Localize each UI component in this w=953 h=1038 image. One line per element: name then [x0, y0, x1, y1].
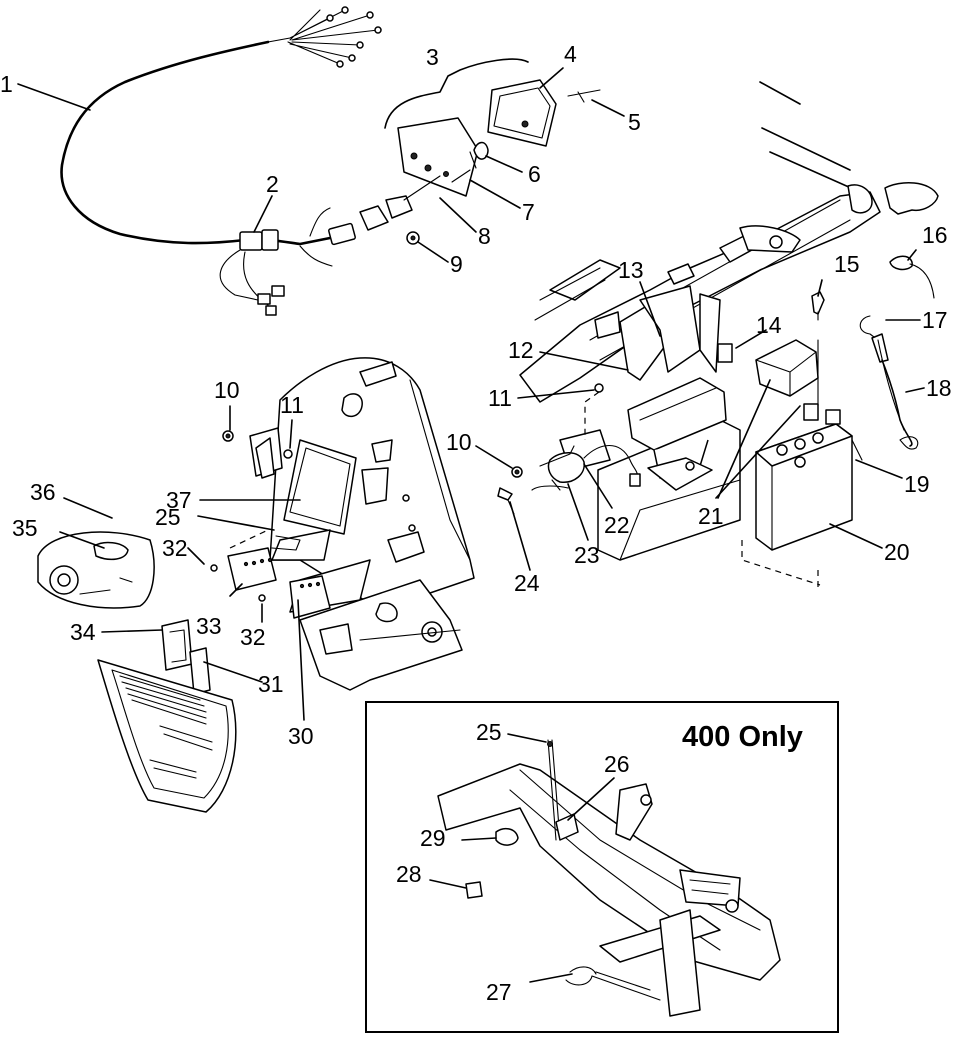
battery-cables-and-strap — [811, 255, 935, 450]
lower-swingarm — [299, 579, 463, 691]
callout-1: 1 — [0, 71, 13, 97]
callout-27: 27 — [486, 979, 512, 1005]
callout-12: 12 — [508, 337, 534, 363]
callout-15: 15 — [834, 251, 860, 277]
callout-14: 14 — [756, 312, 782, 338]
callout-32-left: 32 — [162, 535, 188, 561]
callout-23: 23 — [574, 542, 600, 568]
callout-10-coil: 10 — [214, 377, 240, 403]
callout-5: 5 — [628, 109, 641, 135]
callout-21: 21 — [698, 503, 724, 529]
callout-34: 34 — [70, 619, 96, 645]
battery — [755, 339, 863, 551]
callout-37: 37 — [166, 487, 192, 513]
center-panel — [210, 357, 475, 619]
battery-box — [619, 285, 819, 491]
leader-lines — [17, 67, 925, 721]
callout-10-frame: 10 — [446, 429, 472, 455]
callout-7: 7 — [522, 199, 535, 225]
callout-9: 9 — [450, 251, 463, 277]
callout-6: 6 — [528, 161, 541, 187]
left-components — [37, 531, 237, 813]
callout-33: 33 — [196, 613, 222, 639]
inset-title: 400 Only — [682, 721, 803, 753]
callout-28: 28 — [396, 861, 422, 887]
callout-25-inset: 25 — [476, 719, 502, 745]
callout-4: 4 — [564, 41, 577, 67]
callout-2: 2 — [266, 171, 279, 197]
wiring-harness — [60, 6, 382, 316]
callout-16: 16 — [922, 222, 948, 248]
callout-31: 31 — [258, 671, 284, 697]
tail-light-assembly — [359, 58, 601, 245]
callout-24: 24 — [514, 570, 540, 596]
callout-17: 17 — [922, 307, 948, 333]
callout-13: 13 — [618, 257, 644, 283]
callout-11-coil: 11 — [280, 392, 304, 418]
callout-25-main: 25 — [155, 504, 181, 530]
callout-8: 8 — [478, 223, 491, 249]
callout-32-right: 32 — [240, 624, 266, 650]
callout-30: 30 — [288, 723, 314, 749]
callout-26: 26 — [604, 751, 630, 777]
callout-19: 19 — [904, 471, 930, 497]
callout-35: 35 — [12, 515, 38, 541]
callout-20: 20 — [884, 539, 910, 565]
callout-3: 3 — [426, 44, 439, 70]
callout-11-frame: 11 — [488, 385, 512, 411]
callout-18: 18 — [926, 375, 952, 401]
callout-29: 29 — [420, 825, 446, 851]
callout-22: 22 — [604, 512, 630, 538]
callout-numbers: 1 2 3 4 5 6 7 8 9 10 10 11 11 12 13 14 1… — [0, 41, 952, 1005]
inset-400-only — [365, 701, 839, 1033]
callout-36: 36 — [30, 479, 56, 505]
